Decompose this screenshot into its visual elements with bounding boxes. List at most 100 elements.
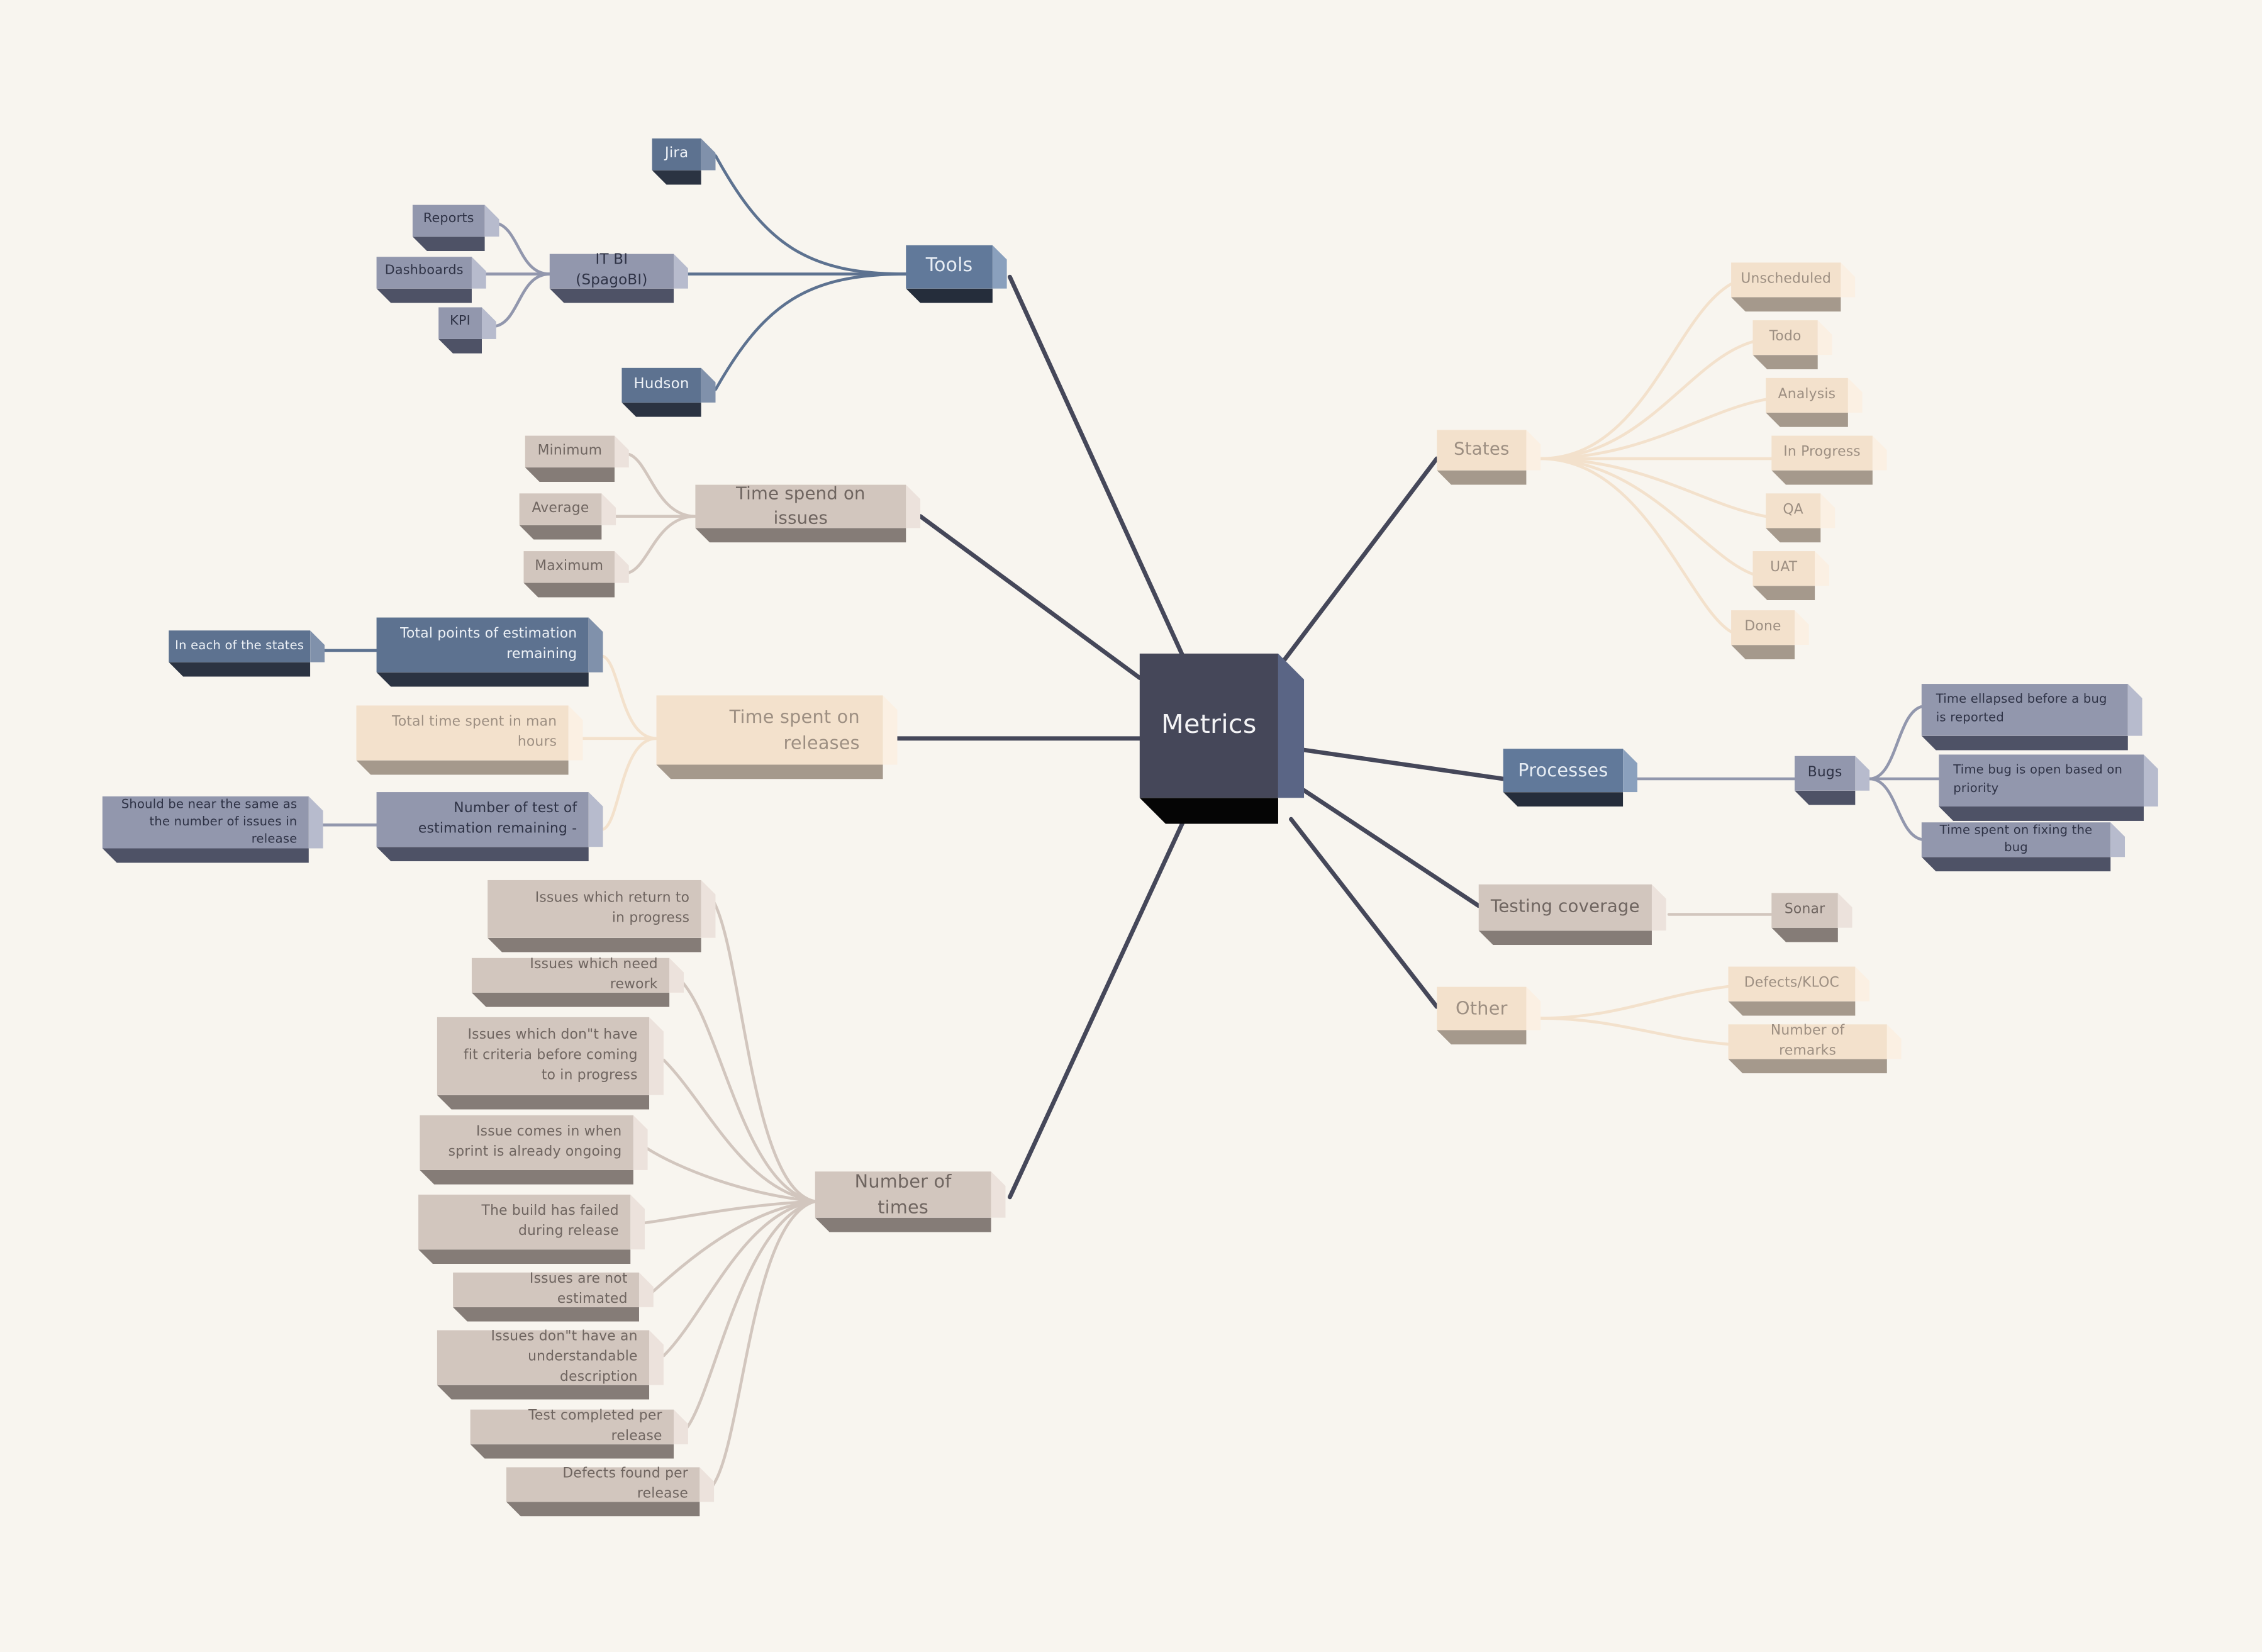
testing-coverage-node[interactable]: Testing coverage: [1478, 884, 1652, 931]
minimum-node[interactable]: Minimum: [525, 435, 615, 468]
other-node[interactable]: Other: [1437, 986, 1527, 1030]
processes-node[interactable]: Processes: [1503, 749, 1623, 792]
state-unscheduled[interactable]: Unscheduled: [1731, 262, 1841, 297]
times-item-5-label: The build has failed during release: [418, 1194, 631, 1250]
minimum-label: Minimum: [525, 435, 615, 468]
maximum-label: Maximum: [523, 551, 615, 583]
process-item-1[interactable]: Time ellapsed before a bug is reported: [1921, 684, 2128, 736]
other-item-1-label: Defects/KLOC: [1728, 966, 1856, 1002]
connector-bugs-item1: [1868, 705, 1923, 781]
connector-times-4: [645, 1146, 817, 1203]
connector-states-7: [1539, 457, 1733, 633]
connector-root-tools: [1007, 274, 1185, 659]
in-each-state-node[interactable]: In each of the states: [169, 630, 310, 662]
time-spend-issues-node[interactable]: Time spend on issues: [695, 483, 906, 528]
connector-times-5: [642, 1200, 817, 1225]
total-points-label: Total points of estimation remaining: [376, 617, 589, 673]
times-item-2[interactable]: Issues which need rework: [471, 957, 670, 993]
times-item-9[interactable]: Defects found per release: [506, 1466, 699, 1502]
other-label: Other: [1437, 986, 1527, 1030]
times-item-2-label: Issues which need rework: [471, 957, 670, 993]
reports-label: Reports: [412, 204, 485, 237]
state-uat[interactable]: UAT: [1752, 551, 1815, 586]
it-bi-label: IT BI (SpagoBI): [549, 252, 674, 289]
state-qa-label: QA: [1766, 493, 1821, 528]
root-node[interactable]: Metrics: [1139, 653, 1278, 798]
state-qa[interactable]: QA: [1766, 493, 1820, 528]
jira-node[interactable]: Jira: [652, 138, 701, 170]
number-of-times-node[interactable]: Number of times: [815, 1170, 991, 1218]
process-item-2[interactable]: Time bug is open based on priority: [1939, 754, 2144, 806]
connector-releases-total-points: [601, 654, 659, 740]
connector-itbi-reports: [496, 222, 552, 276]
state-uat-label: UAT: [1752, 551, 1815, 586]
number-test-node[interactable]: Number of test of estimation remaining -: [376, 792, 589, 847]
state-todo-label: Todo: [1752, 320, 1818, 355]
near-same-node[interactable]: Should be near the same as the number of…: [102, 796, 309, 849]
total-time-label: Total time spent in man hours: [356, 705, 569, 761]
maximum-node[interactable]: Maximum: [523, 551, 615, 583]
state-analysis[interactable]: Analysis: [1766, 377, 1848, 413]
state-todo[interactable]: Todo: [1752, 320, 1817, 355]
state-done-label: Done: [1731, 610, 1795, 645]
connector-other-2: [1539, 1017, 1730, 1046]
connector-bugs-item3: [1868, 777, 1923, 841]
reports-node[interactable]: Reports: [412, 204, 485, 237]
time-spend-issues-label: Time spend on issues: [695, 483, 906, 528]
connector-issues-minimum: [627, 452, 697, 518]
connector-releases-number-test: [601, 737, 659, 831]
times-item-6[interactable]: Issues are not estimated: [453, 1271, 639, 1307]
near-same-label: Should be near the same as the number of…: [102, 796, 309, 849]
state-unscheduled-label: Unscheduled: [1731, 262, 1841, 298]
connector-states-2: [1539, 340, 1754, 460]
testing-coverage-label: Testing coverage: [1478, 884, 1652, 931]
dashboards-label: Dashboards: [376, 257, 472, 289]
connector-times-7: [662, 1200, 817, 1358]
connector-states-5: [1539, 457, 1768, 518]
connector-states-1: [1539, 282, 1733, 460]
times-item-1[interactable]: Issues which return to in progress: [488, 879, 701, 938]
connector-itbi-kpi: [494, 272, 552, 328]
times-item-5[interactable]: The build has failed during release: [418, 1194, 631, 1250]
process-item-3[interactable]: Time spent on fixing the bug: [1921, 822, 2110, 857]
dashboards-node[interactable]: Dashboards: [376, 257, 472, 289]
average-node[interactable]: Average: [519, 493, 602, 525]
time-spent-releases-label: Time spent on releases: [656, 695, 883, 765]
connector-times-9: [711, 1200, 817, 1487]
average-label: Average: [519, 493, 602, 525]
state-analysis-label: Analysis: [1766, 377, 1848, 413]
root-node-label: Metrics: [1139, 653, 1278, 798]
states-label: States: [1437, 430, 1527, 471]
kpi-node[interactable]: KPI: [438, 307, 482, 338]
times-item-4[interactable]: Issue comes in when sprint is already on…: [420, 1115, 633, 1170]
times-item-7[interactable]: Issues don"t have an understandable desc…: [437, 1329, 649, 1385]
number-of-times-label: Number of times: [815, 1170, 991, 1218]
times-item-3-label: Issues which don"t have fit criteria bef…: [437, 1017, 650, 1095]
times-item-8[interactable]: Test completed per release: [470, 1409, 674, 1444]
states-node[interactable]: States: [1437, 430, 1526, 470]
state-in-progress[interactable]: In Progress: [1771, 435, 1873, 471]
hudson-node[interactable]: Hudson: [621, 367, 701, 403]
processes-label: Processes: [1503, 749, 1624, 793]
state-in-progress-label: In Progress: [1771, 435, 1873, 471]
bugs-node[interactable]: Bugs: [1794, 756, 1856, 791]
hudson-label: Hudson: [621, 367, 701, 403]
connector-times-8: [685, 1200, 817, 1429]
it-bi-node[interactable]: IT BI (SpagoBI): [549, 252, 674, 289]
other-item-1[interactable]: Defects/KLOC: [1728, 966, 1856, 1002]
times-item-3[interactable]: Issues which don"t have fit criteria bef…: [437, 1017, 649, 1095]
times-item-6-label: Issues are not estimated: [453, 1271, 639, 1307]
total-points-node[interactable]: Total points of estimation remaining: [376, 617, 589, 673]
connector-times-6: [650, 1200, 817, 1294]
connector-root-processes: [1301, 747, 1505, 781]
bugs-label: Bugs: [1794, 756, 1856, 791]
time-spent-releases-node[interactable]: Time spent on releases: [656, 695, 883, 764]
state-done[interactable]: Done: [1731, 610, 1795, 645]
sonar-node[interactable]: Sonar: [1771, 893, 1837, 928]
other-item-2-label: Number of remarks: [1728, 1024, 1887, 1059]
other-item-2[interactable]: Number of remarks: [1728, 1024, 1886, 1059]
total-time-node[interactable]: Total time spent in man hours: [356, 705, 568, 760]
kpi-label: KPI: [438, 307, 482, 339]
tools-node[interactable]: Tools: [906, 245, 993, 289]
